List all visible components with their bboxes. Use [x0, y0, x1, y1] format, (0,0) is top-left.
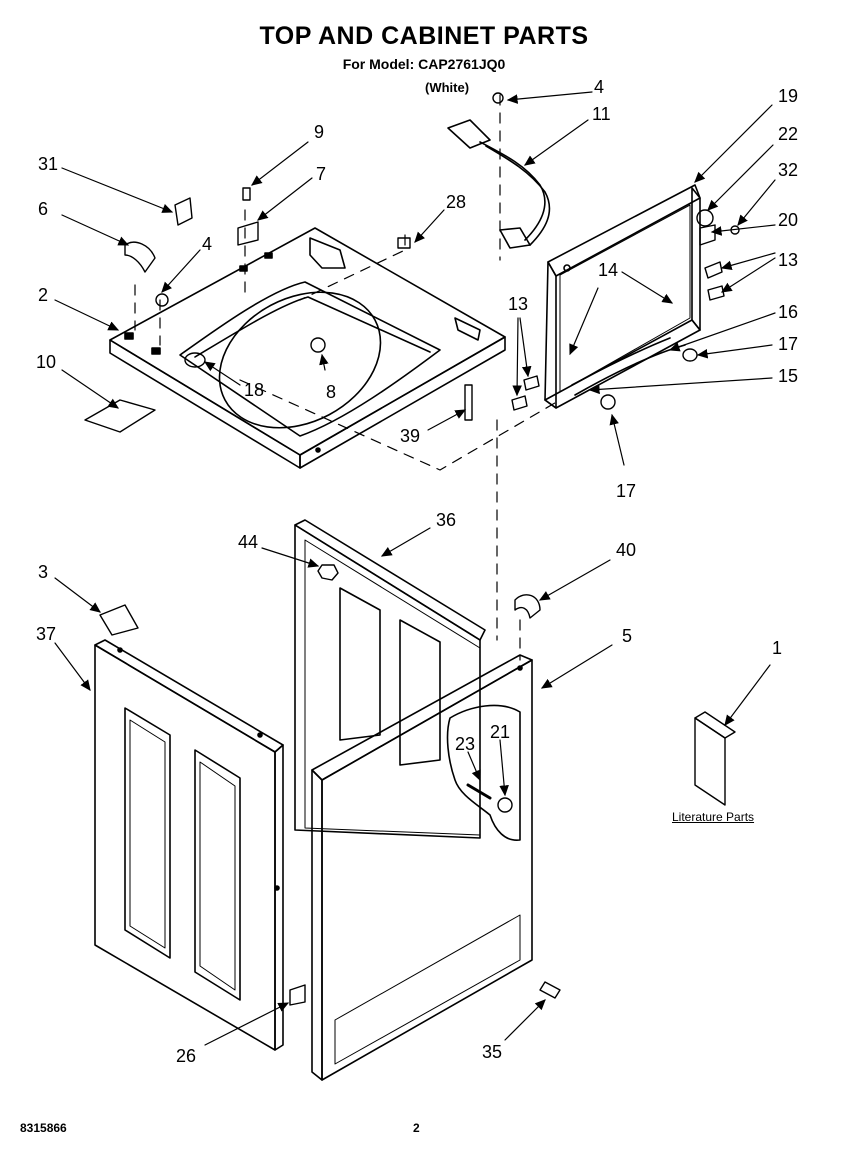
callout-23: 23 [455, 734, 475, 754]
callout-26: 26 [176, 1046, 196, 1066]
callout-2: 2 [38, 285, 48, 305]
document-number: 8315866 [20, 1121, 67, 1135]
callout-32: 32 [778, 160, 798, 180]
callout-13: 13 [508, 294, 528, 314]
page-number: 2 [413, 1121, 420, 1135]
callout-21: 21 [490, 722, 510, 742]
literature-parts-label: Literature Parts [672, 810, 755, 824]
callout-17: 17 [616, 481, 636, 501]
callout-3: 3 [38, 562, 48, 582]
callout-5: 5 [622, 626, 632, 646]
callout-labels: 4 11 19 22 32 20 13 14 13 16 17 15 17 9 … [36, 77, 798, 1066]
console-frame [544, 184, 701, 409]
callout-31: 31 [38, 154, 58, 174]
wire-harness [447, 119, 551, 249]
left-side-panel [94, 639, 284, 1051]
callout-10: 10 [36, 352, 56, 372]
alignment-lines [134, 94, 561, 661]
callout-17: 17 [778, 334, 798, 354]
page-title: TOP AND CABINET PARTS [259, 22, 589, 50]
callout-35: 35 [482, 1042, 502, 1062]
callout-4: 4 [202, 234, 212, 254]
callout-37: 37 [36, 624, 56, 644]
callout-36: 36 [436, 510, 456, 530]
callout-15: 15 [778, 366, 798, 386]
callout-8: 8 [326, 382, 336, 402]
front-cabinet-panel [311, 654, 533, 1081]
callout-19: 19 [778, 86, 798, 106]
callout-14: 14 [598, 260, 618, 280]
callout-9: 9 [314, 122, 324, 142]
model-subtitle: For Model: CAP2761JQ0 [342, 56, 506, 72]
callout-1: 1 [772, 638, 782, 658]
callout-11: 11 [592, 104, 611, 124]
rear-panel [294, 519, 486, 839]
color-label: (White) [425, 80, 470, 95]
washer-top-panel [109, 227, 506, 469]
small-parts [84, 92, 740, 1006]
callout-40: 40 [616, 540, 636, 560]
callout-18: 18 [244, 380, 264, 400]
callout-16: 16 [778, 302, 798, 322]
callout-28: 28 [446, 192, 466, 212]
callout-20: 20 [778, 210, 798, 230]
callout-44: 44 [238, 532, 258, 552]
callout-7: 7 [316, 164, 326, 184]
leader-lines [54, 91, 776, 1046]
callout-22: 22 [778, 124, 798, 144]
callout-6: 6 [38, 199, 48, 219]
callout-39: 39 [400, 426, 420, 446]
callout-4: 4 [594, 77, 604, 97]
callout-13: 13 [778, 250, 798, 270]
